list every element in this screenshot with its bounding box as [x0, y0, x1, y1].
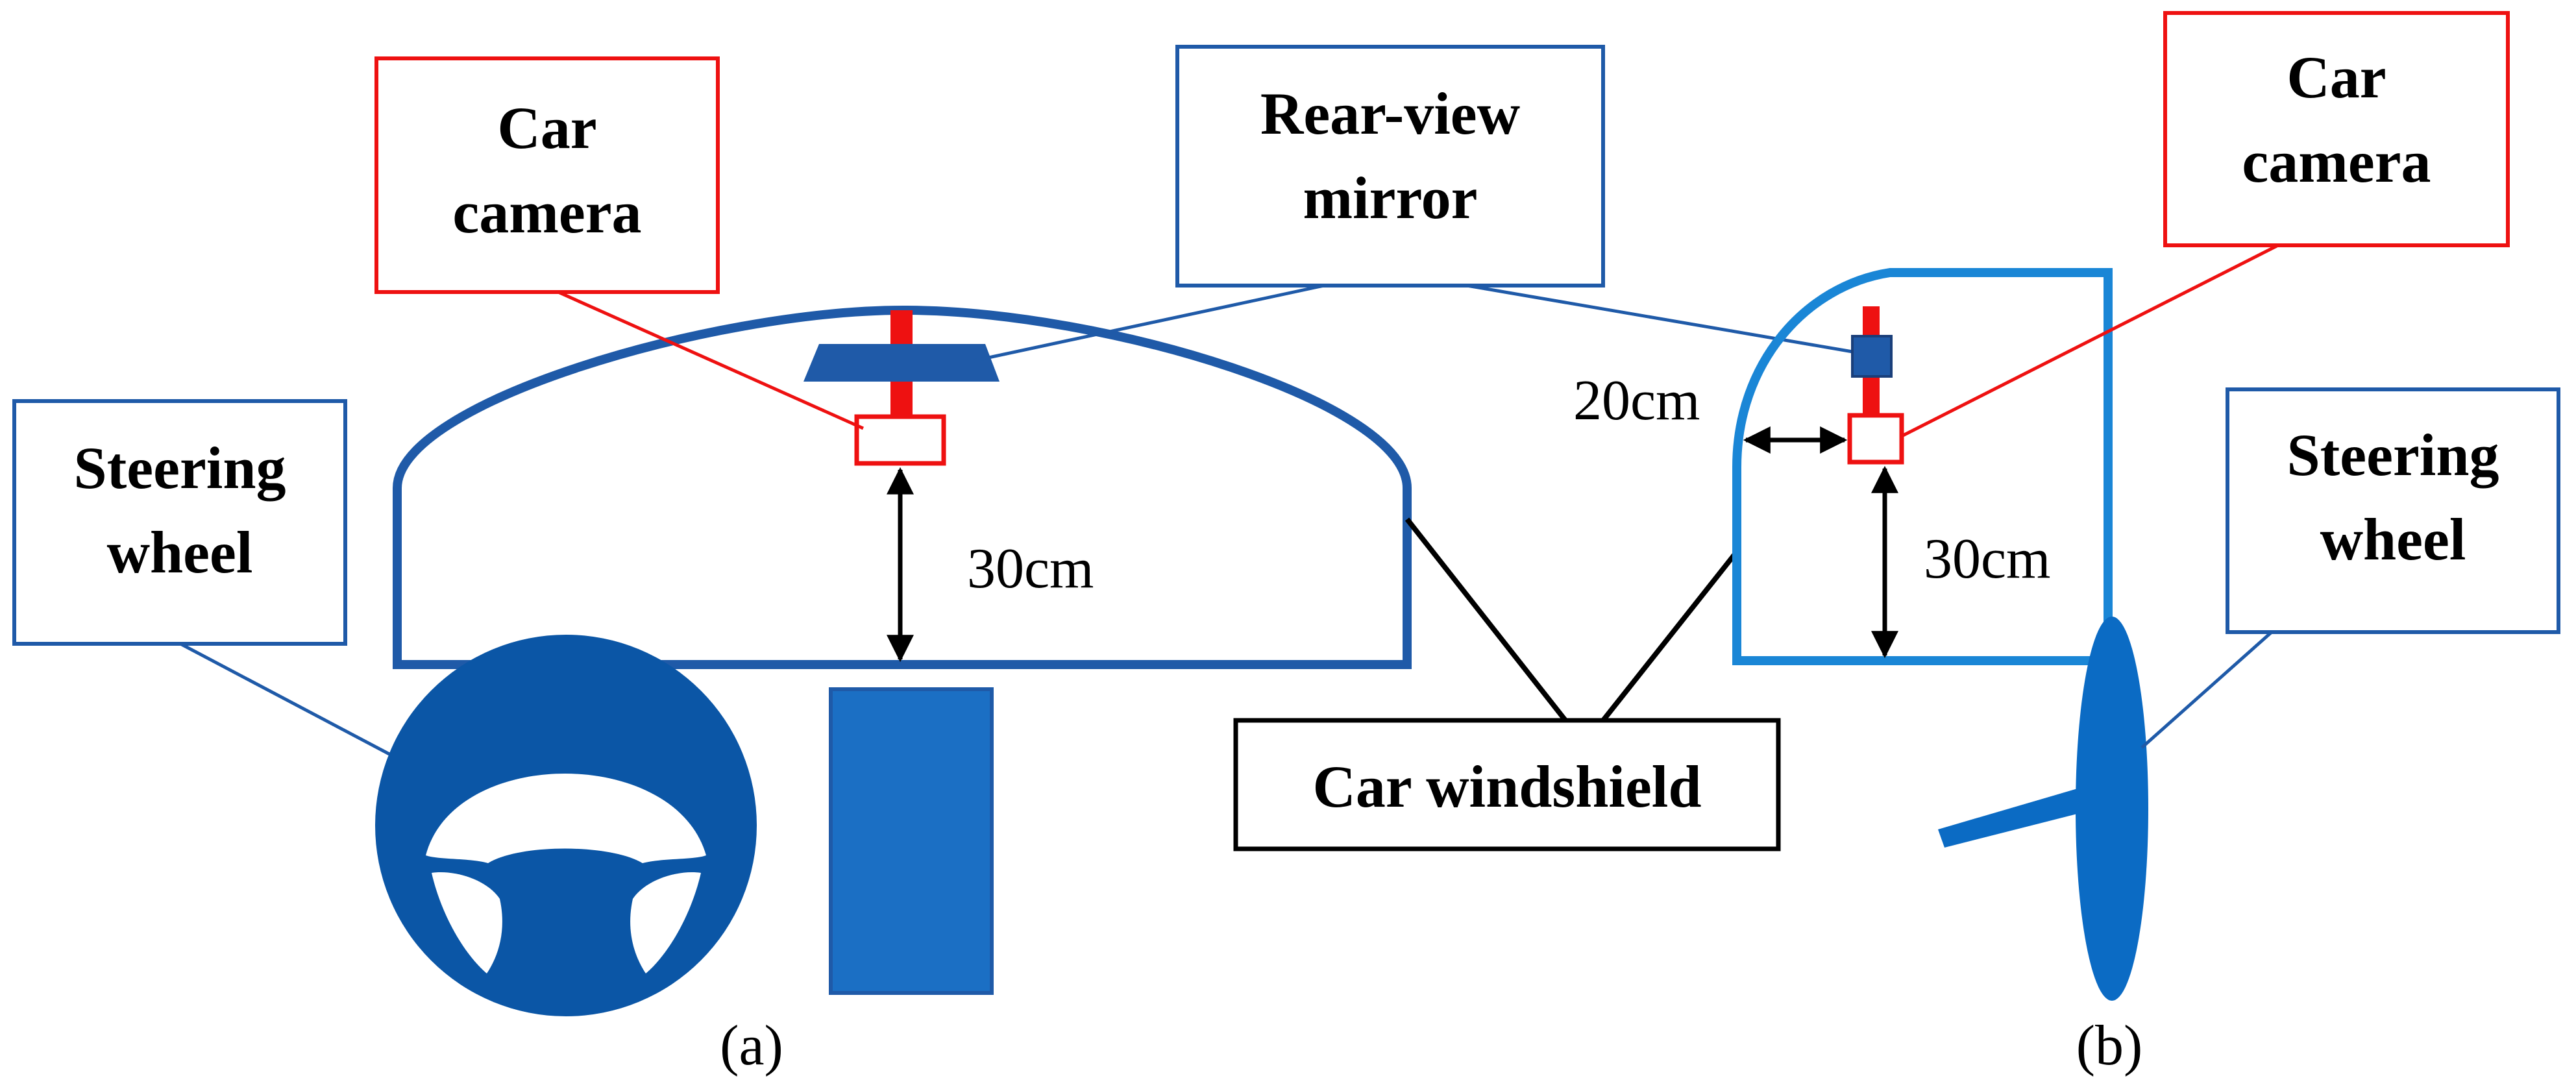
- steering-wheel-icon: [375, 635, 757, 1016]
- car-camera-leader-a: [557, 290, 865, 430]
- rear-view-mirror-label-line2: mirror: [1303, 165, 1477, 231]
- windshield-leader-b: [1601, 550, 1739, 722]
- steering-wheel-leader-a: [179, 642, 391, 756]
- windshield-label-box: [1233, 718, 1781, 851]
- car-camera-label-line2-b: camera: [2242, 128, 2431, 195]
- car-camera-label-line2-a: camera: [452, 179, 641, 245]
- car-camera-side-icon: [1847, 413, 1904, 465]
- steering-wheel-leader-b: [2141, 631, 2273, 749]
- caption-b: (b): [2076, 1014, 2143, 1077]
- steering-wheel-label-line2-a: wheel: [107, 519, 253, 585]
- windshield-leader-a: [1405, 517, 1568, 722]
- car-camera-label-box-a: [374, 56, 720, 294]
- car-camera-label-box-b: [2163, 11, 2510, 247]
- steering-wheel-label-line1-a: Steering: [73, 435, 286, 501]
- windshield-label-group: Car windshield: [1233, 517, 1781, 851]
- rear-view-mirror-leader-b: [1466, 284, 1861, 355]
- dashboard-block-icon: [829, 687, 994, 995]
- rear-view-mirror-label-line1: Rear-view: [1260, 80, 1520, 147]
- steering-wheel-label-box-b: [2226, 387, 2560, 634]
- rear-view-mirror-icon: [803, 344, 1000, 382]
- distance-label-b-horizontal: 20cm: [1573, 369, 1700, 432]
- steering-wheel-side-icon: [1938, 617, 2148, 1001]
- rear-view-mirror-label-box: [1175, 45, 1605, 288]
- caption-a: (a): [720, 1014, 783, 1077]
- car-camera-leader-b: [1900, 243, 2279, 438]
- car-camera-label-line1-a: Car: [497, 95, 596, 161]
- panel-a: 30cm Car camera Rear-view mirror Steerin…: [12, 45, 1861, 1077]
- rear-view-mirror-leader-a: [973, 284, 1325, 363]
- steering-wheel-label-box-a: [12, 399, 347, 646]
- panel-b: 20cm 30cm Car camera Steering wheel (b): [1573, 11, 2560, 1077]
- windshield-side-icon: [1732, 268, 2113, 665]
- rear-view-mirror-side-icon: [1851, 335, 1893, 378]
- distance-label-a: 30cm: [967, 537, 1094, 600]
- steering-wheel-label-line2-b: wheel: [2320, 506, 2466, 572]
- car-camera-icon: [854, 414, 946, 466]
- steering-wheel-label-line1-b: Steering: [2287, 422, 2499, 488]
- distance-label-b-vertical: 30cm: [1924, 528, 2051, 591]
- car-camera-label-line1-b: Car: [2287, 44, 2386, 110]
- windshield-label: Car windshield: [1312, 753, 1701, 820]
